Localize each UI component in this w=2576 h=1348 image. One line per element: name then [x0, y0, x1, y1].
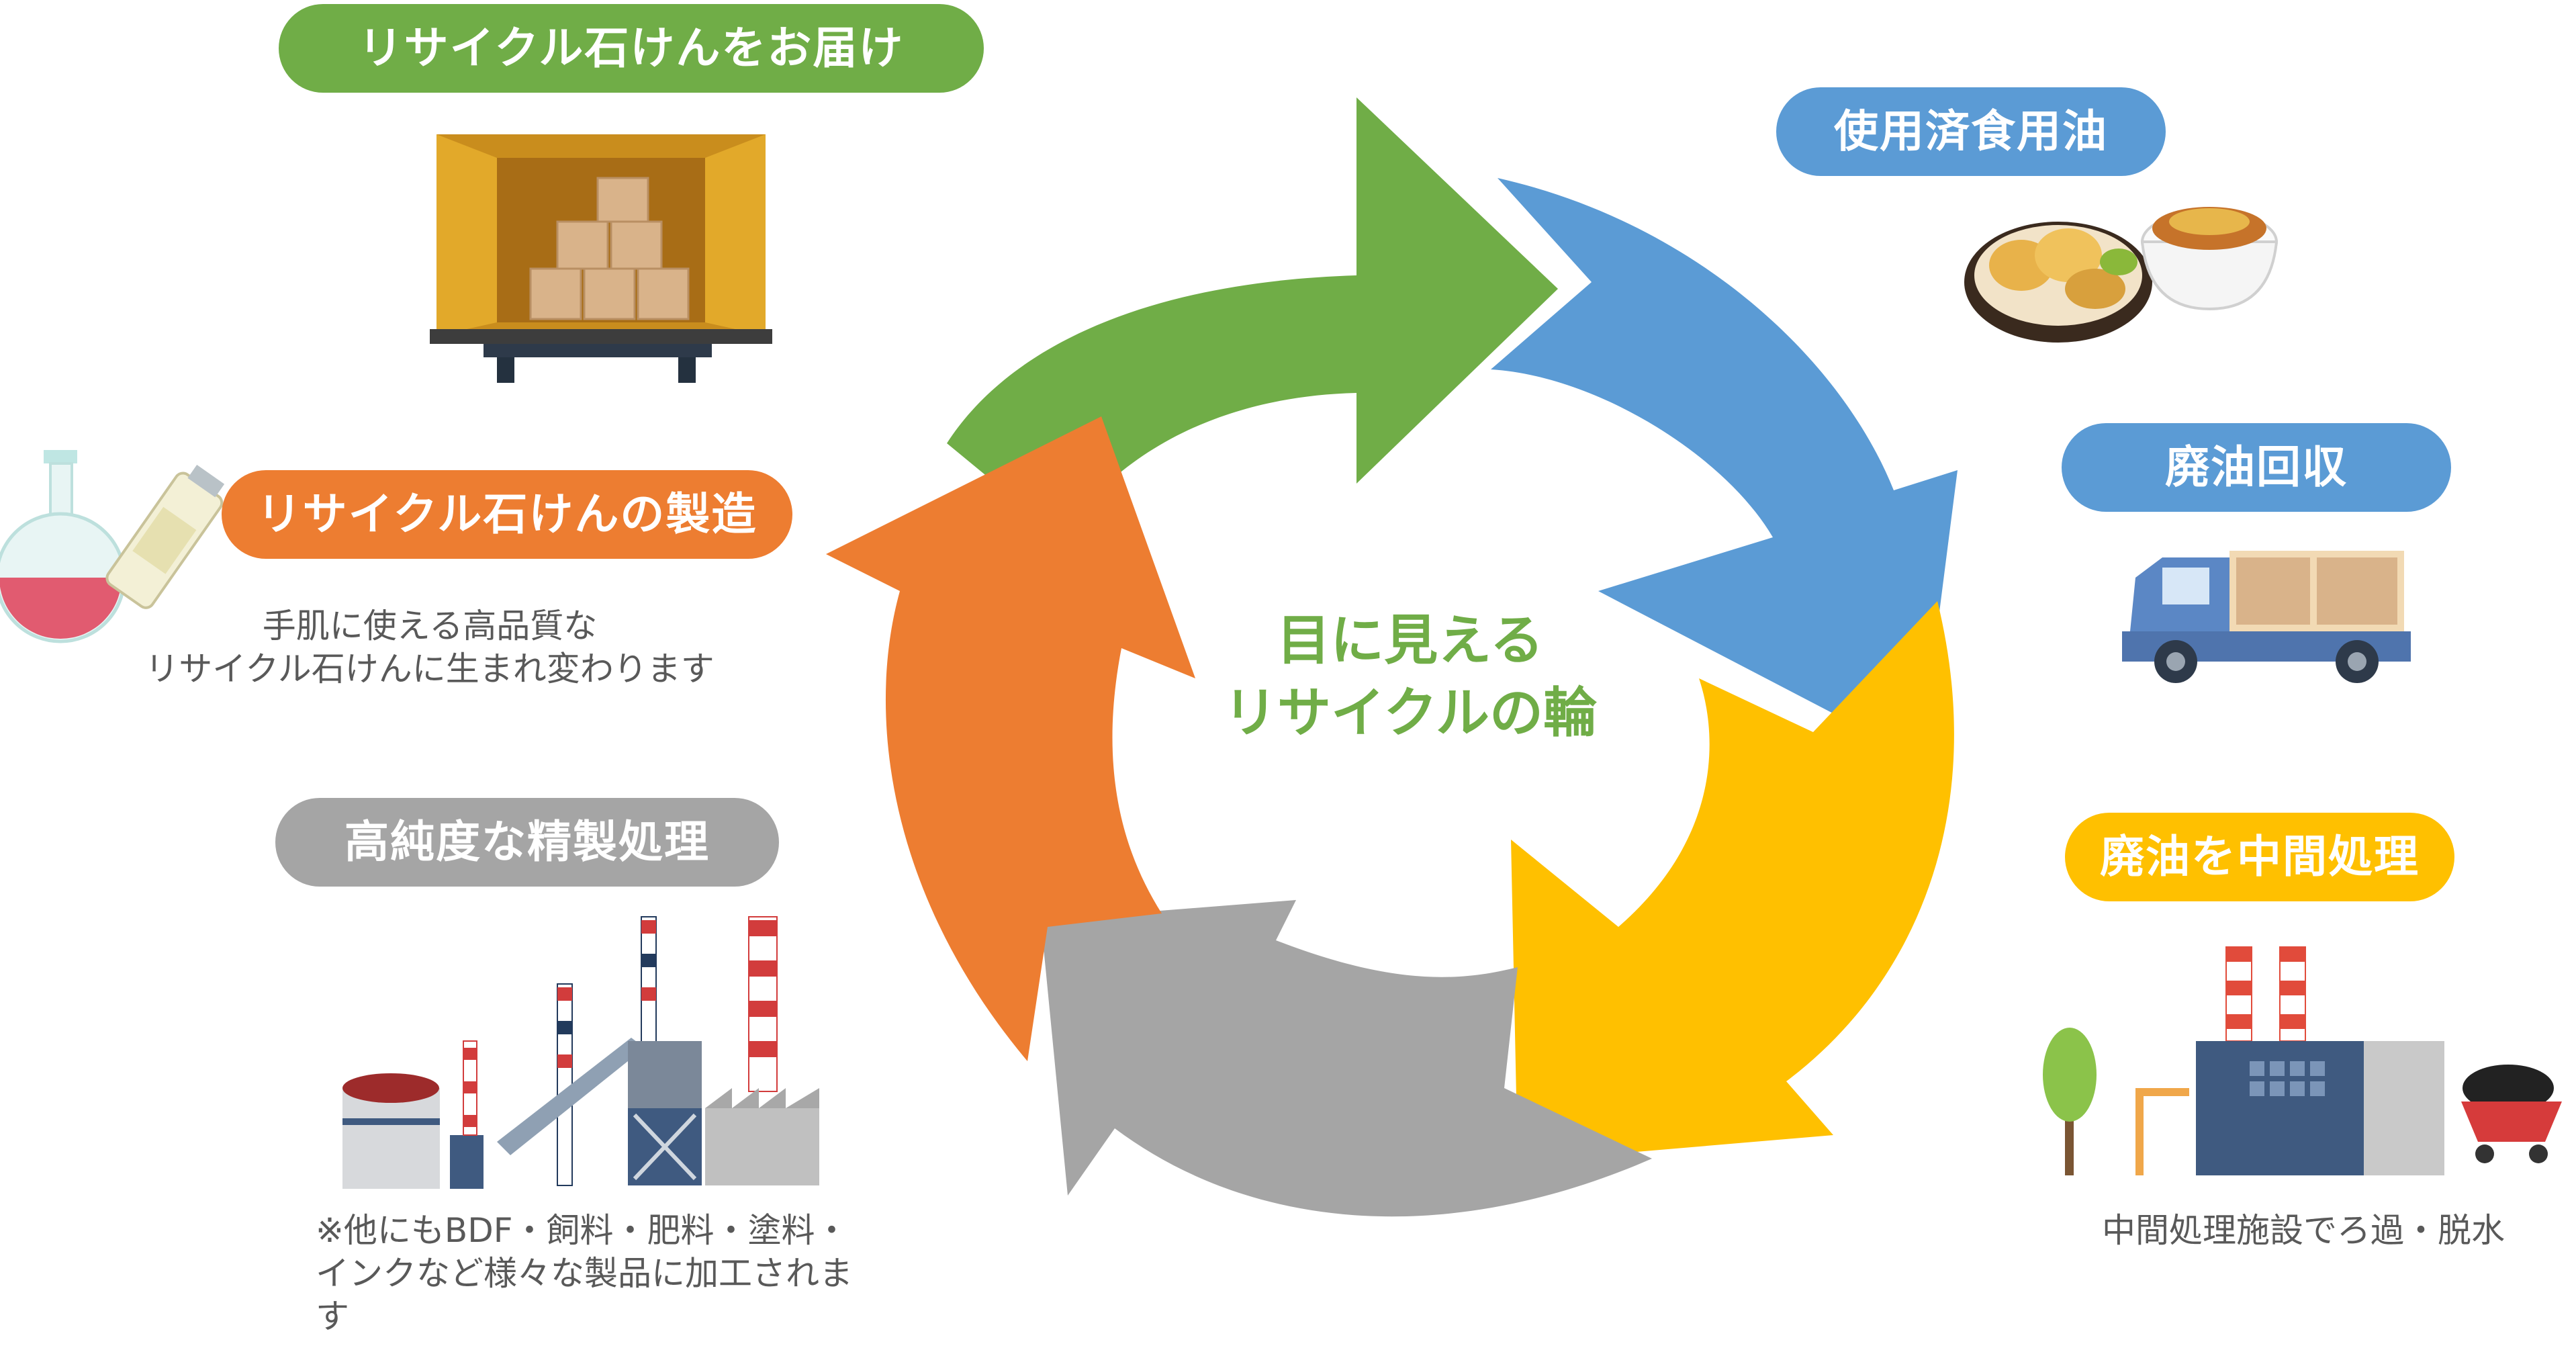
refinery-plant-icon: [342, 916, 819, 1189]
note-refining-line-3: す: [316, 1297, 349, 1336]
cycle-arrow-gray: [1041, 900, 1652, 1217]
factory-icon: [2043, 946, 2562, 1175]
note-refining-line-1: ※他にもBDF・飼料・肥料・塗料・: [316, 1211, 849, 1250]
note-manufacture: 手肌に使える高品質な リサイクル石けんに生まれ変わります: [81, 604, 779, 690]
center-title-line2: リサイクルの輪: [1224, 682, 1597, 744]
label-used-oil: 使用済食用油: [1776, 87, 2166, 176]
cycle-arrows: [826, 97, 1958, 1217]
delivery-truck-icon: [2122, 551, 2411, 683]
label-refining: 高純度な精製処理: [275, 798, 779, 887]
label-intermediate: 廃油を中間処理: [2065, 813, 2454, 901]
center-title-line1: 目に見える: [1277, 609, 1544, 672]
label-delivery: リサイクル石けんをお届け: [279, 4, 984, 93]
cycle-arrow-orange: [826, 416, 1195, 1061]
flask-bottle-icon: [0, 450, 225, 643]
note-manufacture-line-2: リサイクル石けんに生まれ変わります: [145, 649, 715, 688]
truck-container-boxes-icon: [430, 134, 772, 383]
label-collection: 廃油回収: [2062, 423, 2451, 512]
note-refining: ※他にもBDF・飼料・肥料・塗料・ インクなど様々な製品に加工されま す: [316, 1209, 853, 1338]
fried-food-plate-icon: [1964, 207, 2279, 343]
center-title: 目に見える リサイクルの輪: [1175, 604, 1645, 750]
note-intermediate: 中間処理施設でろ過・脱水: [2102, 1211, 2505, 1250]
note-manufacture-line-1: 手肌に使える高品質な: [262, 606, 598, 645]
note-refining-line-2: インクなど様々な製品に加工されま: [316, 1254, 853, 1293]
cycle-arrow-blue: [1491, 178, 1958, 759]
label-manufacture: リサイクル石けんの製造: [222, 470, 792, 559]
cycle-arrow-yellow: [1511, 601, 1954, 1162]
